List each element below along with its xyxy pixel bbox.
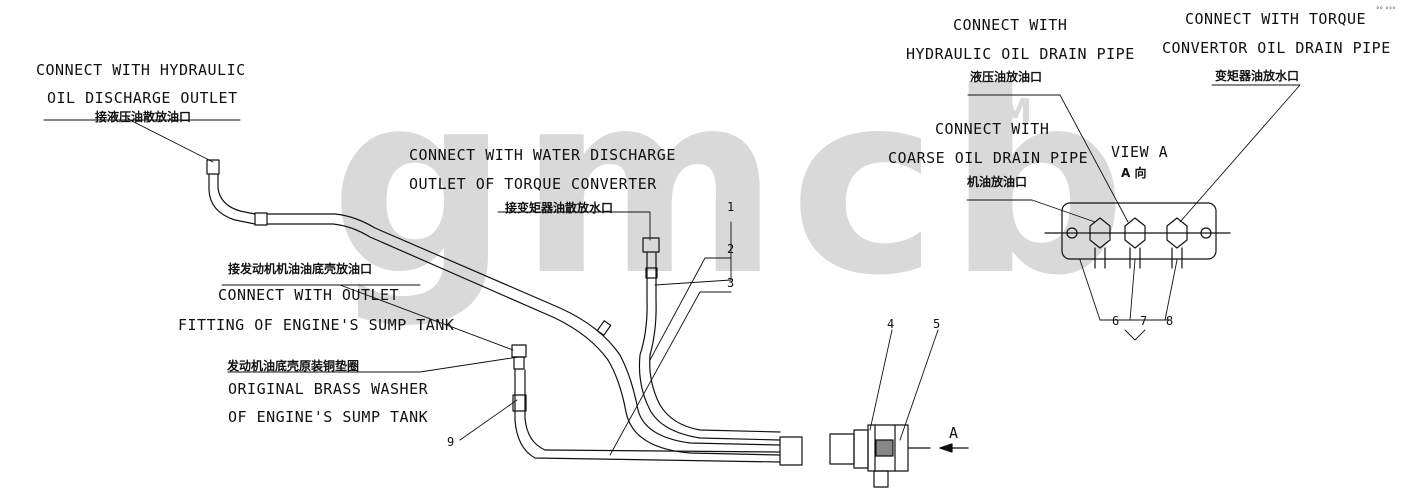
hydraulic-discharge-label-line1: CONNECT WITH HYDRAULIC: [36, 61, 246, 79]
hydraulic-discharge-label-line2: OIL DISCHARGE OUTLET: [47, 89, 238, 107]
torque-drain-label-line1: CONNECT WITH TORQUE: [1185, 10, 1367, 28]
brass-washer-label-cn: 发动机油底壳原装铜垫圈: [227, 359, 360, 373]
collector-fitting: [779, 424, 931, 488]
sump-outlet-label-cn: 接发动机机油油底壳放油口: [228, 262, 373, 276]
coarse-drain-label-cn: 机油放油口: [967, 175, 1028, 189]
watermark-logo: gmcb: [330, 39, 1137, 330]
part-number-5: 5: [933, 317, 941, 331]
hydraulic-discharge-hose: [206, 159, 781, 456]
sump-outlet-label-line2: FITTING OF ENGINE'S SUMP TANK: [178, 316, 455, 334]
torque-drain-label-cn: 变矩器油放水口: [1215, 69, 1300, 83]
water-discharge-label-line2: OUTLET OF TORQUE CONVERTER: [409, 175, 657, 193]
hydraulic-discharge-label-cn: 接液压油散放油口: [95, 110, 192, 124]
part-number-8: 8: [1166, 314, 1174, 328]
hydraulic-drain-label-line2: HYDRAULIC OIL DRAIN PIPE: [906, 45, 1135, 63]
part-number-7: 7: [1140, 314, 1148, 328]
hydraulic-drain-label-cn: 液压油放油口: [970, 70, 1043, 84]
part-number-4: 4: [887, 317, 895, 331]
hydraulic-drain-label-line1: CONNECT WITH: [953, 16, 1068, 34]
torque-converter-hose: [638, 237, 781, 441]
leader-lines: [43, 84, 1301, 456]
coarse-drain-label-line2: COARSE OIL DRAIN PIPE: [888, 149, 1089, 167]
corner-mark: °° °°°: [1376, 6, 1396, 14]
view-a-title-cn: A 向: [1121, 166, 1147, 180]
brass-washer-label-line2: OF ENGINE'S SUMP TANK: [228, 408, 429, 426]
part-number-6: 6: [1112, 314, 1120, 328]
view-a-title: VIEW A: [1111, 143, 1169, 161]
watermark-trademark: TM: [975, 92, 1033, 132]
view-a-arrow: [939, 443, 969, 453]
view-a-panel: [1044, 202, 1231, 269]
torque-drain-label-line2: CONVERTOR OIL DRAIN PIPE: [1162, 39, 1391, 57]
brass-washer-label-line1: ORIGINAL BRASS WASHER: [228, 380, 429, 398]
part-number-9: 9: [447, 435, 455, 449]
sump-tank-hose: [511, 344, 781, 463]
part-number-1: 1: [727, 200, 735, 214]
part-number-2: 2: [727, 242, 735, 256]
water-discharge-label-line1: CONNECT WITH WATER DISCHARGE: [409, 146, 676, 164]
water-discharge-label-cn: 接变矩器油散放水口: [505, 201, 614, 215]
sump-outlet-label-line1: CONNECT WITH OUTLET: [218, 286, 400, 304]
coarse-drain-label-line1: CONNECT WITH: [935, 120, 1050, 138]
part-number-3: 3: [727, 276, 735, 290]
view-arrow-label: A: [949, 424, 959, 442]
